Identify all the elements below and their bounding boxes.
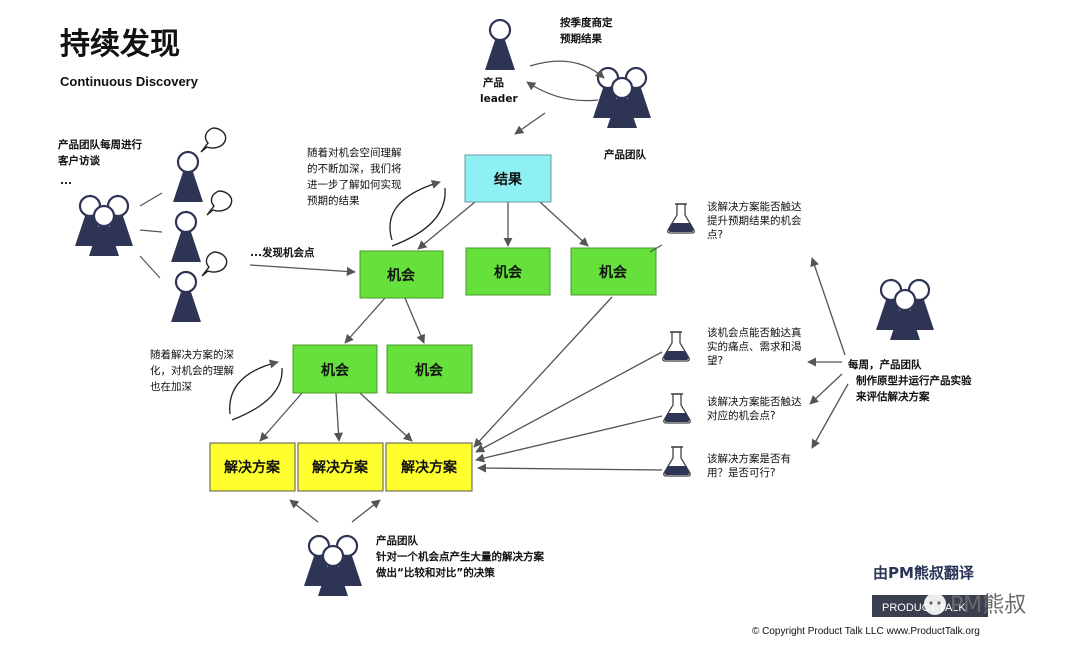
solution-box-2: 解决方案 [297,442,384,492]
solution-label-1: 解决方案 [224,459,281,476]
flask-to-solution-lines [475,244,663,473]
opportunity-box-2: 机会 [465,247,551,296]
product-team-top-icon [593,68,651,128]
solution-box-1: 解决方案 [209,442,296,492]
interview-team-icon [75,196,133,256]
solution-box-3: 解决方案 [385,442,473,492]
arrow-curve-up-1 [389,179,441,241]
discover-opportunity-label: ...发现机会点 [250,246,315,259]
customer-icon-2 [169,210,203,264]
arrow-team-to-solution-2 [351,499,381,523]
page-subtitle: Continuous Discovery [60,74,199,89]
customer-icon-3 [169,270,203,324]
copyright-text: © Copyright Product Talk LLC www.Product… [752,626,980,637]
quarterly-outcome-label: 按季度商定 预期结果 [560,16,616,45]
opportunity-label-1: 机会 [387,267,416,284]
opportunity-label-5: 机会 [415,362,444,379]
arrow-discover-to-opportunity [249,264,356,276]
page-title: 持续发现 [60,27,180,62]
solution-label-2: 解决方案 [312,459,369,476]
arrow-to-outcome [514,112,546,135]
opportunity-label-3: 机会 [599,264,628,281]
opportunity-box-1: 机会 [359,250,444,299]
speech-bubble-icon-3 [201,251,228,277]
arrow-leader-to-team [529,60,605,79]
chat-icon [924,593,946,615]
experiment-arrows [807,257,849,449]
opportunity-label-4: 机会 [321,362,350,379]
watermark: PM熊叔 [924,593,1026,618]
flask-question-2: 该机会点能否触达真 实的痛点、需求和渴 望? [707,326,805,367]
interview-lines [139,192,163,279]
weekly-experiments-label: 每周，产品团队 制作原型并运行产品实验 来评估解决方案 [848,358,975,403]
understanding-opportunity-label: 随着对机会空间理解 的不断加深，我们将 进一步了解如何实现 预期的结果 [307,146,405,207]
arrow-team-to-leader [526,81,599,102]
flask-icon-2 [662,331,690,362]
solution-team-label: 产品团队 针对一个机会点产生大量的解决方案 做出“比较和对比”的决策 [375,534,548,579]
flask-icon-1 [667,203,695,234]
opportunity-label-2: 机会 [494,264,523,281]
arrow-curve-down-1 [391,187,446,247]
speech-bubble-icon-1 [200,127,227,153]
understanding-solution-label: 随着解决方案的深 化，对机会的理解 也在加深 [150,348,237,393]
product-leader-label: 产品 leader [480,76,518,105]
flask-question-1: 该解决方案能否触达 提升预期结果的机会 点? [707,200,805,241]
solution-team-icon [304,536,362,596]
translator-label: 由PM熊叔翻译 [873,564,975,582]
flask-icon-3 [663,393,691,424]
arrow-curve-down-2 [231,367,283,421]
opportunity-box-4: 机会 [292,344,378,394]
customer-icon-1 [171,150,205,204]
opportunity-box-5: 机会 [386,344,473,394]
outcome-box: 结果 [464,154,552,203]
svg-text:PM熊叔: PM熊叔 [950,593,1026,618]
solution-label-3: 解决方案 [401,459,458,476]
outcome-label: 结果 [494,171,523,188]
experiment-team-icon [876,280,934,340]
arrow-team-to-solution-1 [289,499,319,523]
speech-bubble-icon-2 [206,190,233,216]
weekly-interviews-label: 产品团队每周进行 客户访谈 ... [57,138,146,187]
tree-connectors [259,201,613,448]
product-leader-icon [483,18,517,72]
product-team-top-label: 产品团队 [604,148,646,161]
flask-icon-4 [663,446,691,477]
opportunity-box-3: 机会 [570,247,657,296]
flask-question-4: 该解决方案是否有 用？是否可行? [707,452,794,479]
flask-question-3: 该解决方案能否触达 对应的机会点? [707,395,805,422]
arrow-curve-up-2 [229,359,279,415]
